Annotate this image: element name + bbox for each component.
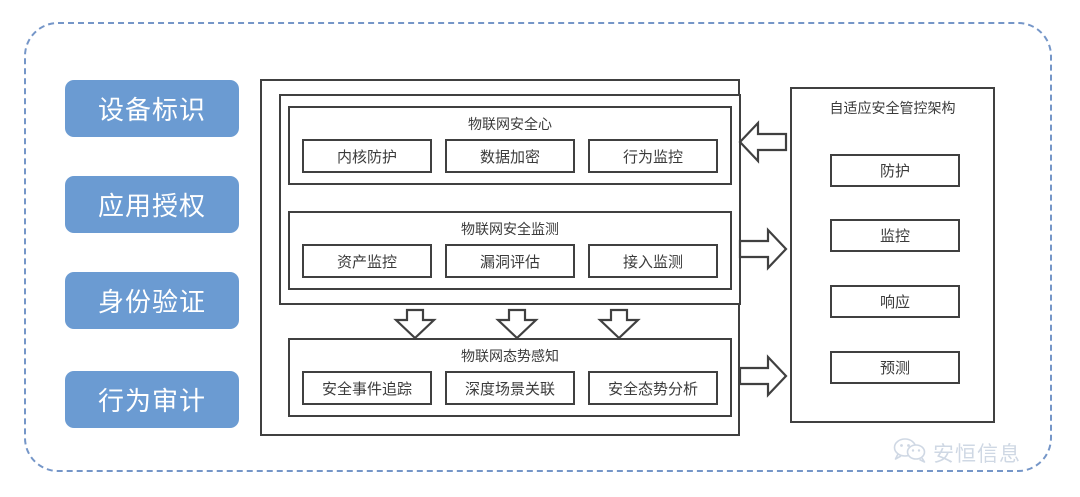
pill-label: 应用授权 xyxy=(97,191,206,221)
panel-title: 物联网安全监测 xyxy=(461,221,559,237)
cell-vulnerability-eval[interactable]: 漏洞评估 xyxy=(445,244,575,278)
panel-cell-row: 安全事件追踪 深度场景关联 安全态势分析 xyxy=(290,371,730,405)
arrow-down-1 xyxy=(392,308,438,340)
arrow-monitor-right xyxy=(738,226,788,272)
pill-app-authorization[interactable]: 应用授权 xyxy=(65,176,239,233)
pill-label: 行为审计 xyxy=(97,386,206,416)
pill-behavior-audit[interactable]: 行为审计 xyxy=(65,371,239,428)
panel-title: 物联网态势感知 xyxy=(461,348,559,364)
arrow-core-left xyxy=(738,119,788,165)
pill-label: 身份验证 xyxy=(97,287,206,317)
panel-cell-row: 资产监控 漏洞评估 接入监测 xyxy=(290,244,730,278)
arrow-aware-right xyxy=(738,353,788,399)
cell-security-event-trace[interactable]: 安全事件追踪 xyxy=(302,371,432,405)
cell-access-detection[interactable]: 接入监测 xyxy=(588,244,718,278)
cell-data-encryption[interactable]: 数据加密 xyxy=(445,139,575,173)
watermark-text: 安恒信息 xyxy=(933,442,1021,466)
pill-device-identity[interactable]: 设备标识 xyxy=(65,80,239,137)
arrow-down-2 xyxy=(494,308,540,340)
cell-deep-scene-correlation[interactable]: 深度场景关联 xyxy=(445,371,575,405)
cell-security-posture-analysis[interactable]: 安全态势分析 xyxy=(588,371,718,405)
cell-prediction[interactable]: 预测 xyxy=(830,351,960,384)
panel-adaptive-security-architecture: 自适应安全管控架构 防护 监控 响应 预测 xyxy=(790,87,995,423)
panel-cell-row: 内核防护 数据加密 行为监控 xyxy=(290,139,730,173)
cell-response[interactable]: 响应 xyxy=(830,285,960,318)
cell-protection[interactable]: 防护 xyxy=(830,154,960,187)
outer-dashed-frame xyxy=(24,22,1052,472)
cell-asset-monitor[interactable]: 资产监控 xyxy=(302,244,432,278)
arrow-down-3 xyxy=(596,308,642,340)
pill-identity-verify[interactable]: 身份验证 xyxy=(65,272,239,329)
watermark: 安恒信息 xyxy=(893,437,1021,468)
cell-monitoring[interactable]: 监控 xyxy=(830,219,960,252)
pill-label: 设备标识 xyxy=(97,95,206,125)
panel-iot-situational-awareness: 物联网态势感知 安全事件追踪 深度场景关联 安全态势分析 xyxy=(288,338,732,417)
panel-iot-security-core: 物联网安全心 内核防护 数据加密 行为监控 xyxy=(288,106,732,185)
cell-kernel-protection[interactable]: 内核防护 xyxy=(302,139,432,173)
panel-iot-security-monitoring: 物联网安全监测 资产监控 漏洞评估 接入监测 xyxy=(288,211,732,290)
wechat-icon xyxy=(893,437,927,468)
panel-title: 物联网安全心 xyxy=(468,116,552,132)
panel-title: 自适应安全管控架构 xyxy=(829,100,956,116)
cell-behavior-monitor[interactable]: 行为监控 xyxy=(588,139,718,173)
